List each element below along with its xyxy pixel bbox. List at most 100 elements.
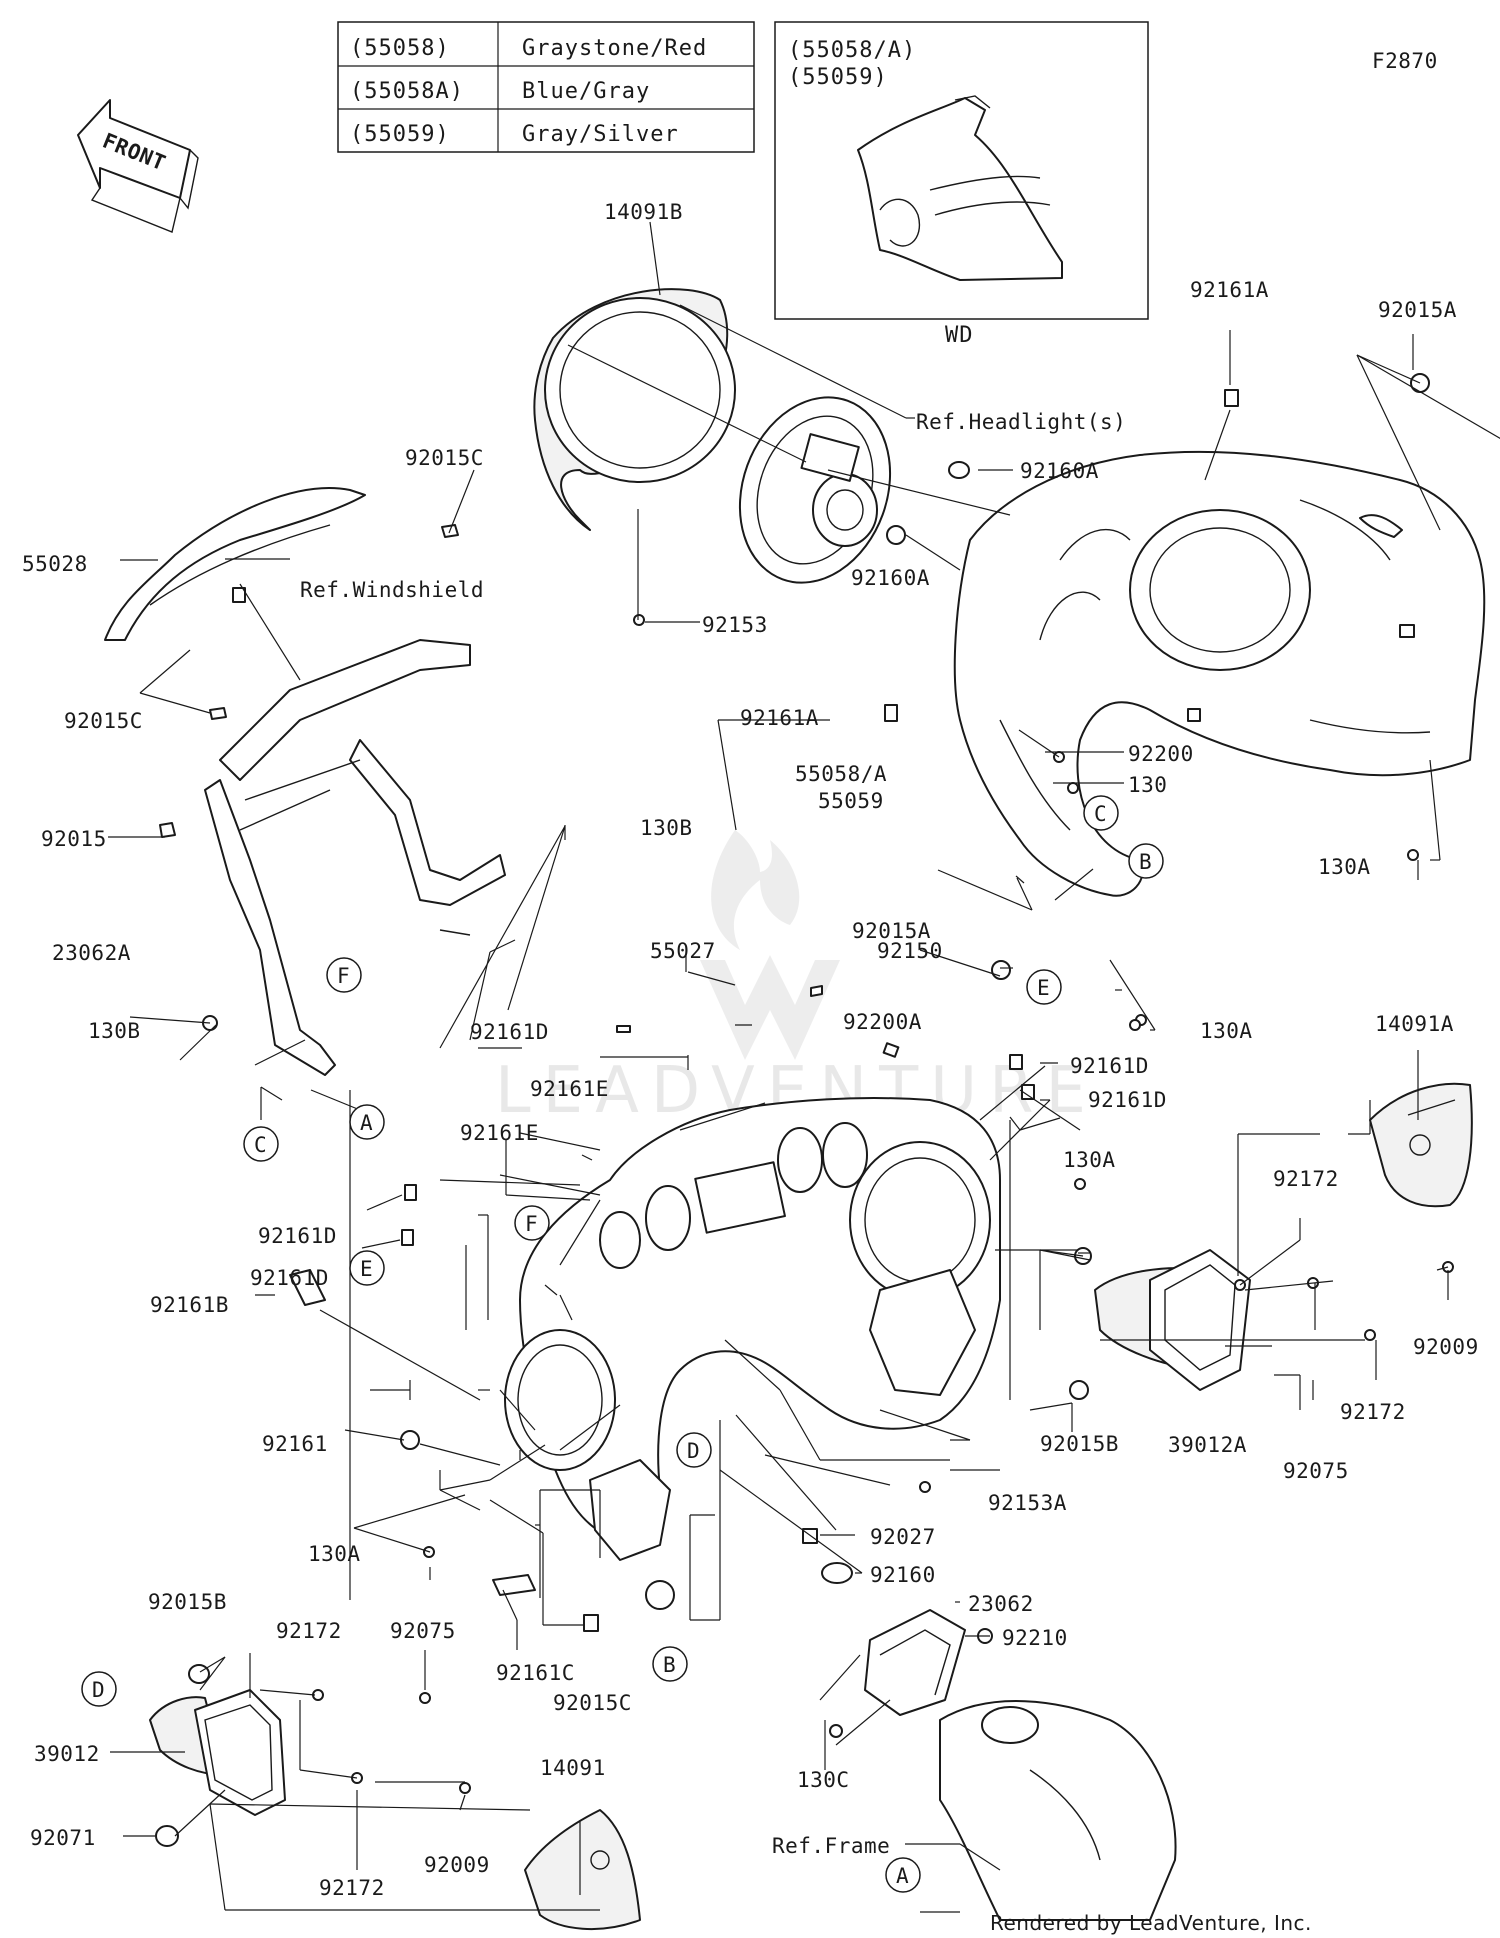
part-label-92161A-mid: 92161A [740,706,819,730]
callout-letter-B-1: B [1139,850,1152,874]
part-14091-cover [524,1809,641,1930]
part-55058-outer-fairing [953,450,1486,897]
part-label-55058A: 55058/A [795,762,887,786]
part-label-130: 130 [1128,773,1167,797]
part-label-92015A-mid: 92015A [852,919,931,943]
callout-circle-B-2 [652,1646,688,1682]
part-label-92027: 92027 [870,1525,936,1549]
part-label-55027: 55027 [650,939,716,963]
callout-letter-A-2: A [896,1864,909,1888]
part-label-39012: 39012 [34,1742,100,1766]
part-label-92172-4: 92172 [319,1876,385,1900]
part-label-92210: 92210 [1002,1626,1068,1650]
part-label-92009-1: 92009 [1413,1335,1479,1359]
callout-circle-F-1 [326,957,362,993]
render-credit: Rendered by LeadVenture, Inc. [990,1911,1312,1935]
callout-letter-E-2: E [360,1257,373,1281]
part-label-130A-3: 130A [1063,1148,1116,1172]
part-label-92015C-3: 92015C [553,1691,632,1715]
part-label-92161D-3: 92161D [1088,1088,1167,1112]
watermark-logo [700,830,840,1060]
callout-circle-C-1 [1083,795,1119,831]
part-label-92161E-2: 92161E [460,1121,539,1145]
part-label-92015A-top: 92015A [1378,298,1457,322]
callout-letter-E-1: E [1037,976,1050,1000]
leader-lines [108,221,1500,1913]
part-label-92161: 92161 [262,1432,328,1456]
part-23062-stay [864,1609,966,1716]
callout-circle-A-1 [349,1104,385,1140]
inset-fairing-sketch [857,95,1063,281]
part-14091A-cover [1369,1082,1473,1208]
color-code-1: (55058A) [350,79,464,104]
callout-circle-F-2 [514,1205,550,1241]
callout-circle-E-1 [1026,969,1062,1005]
part-label-92015B-2: 92015B [148,1590,227,1614]
part-23062A-frame [204,639,506,1076]
part-label-92161A-top: 92161A [1190,278,1269,302]
callout-letter-D-2: D [92,1678,105,1702]
callout-circle-D-1 [676,1432,712,1468]
part-label-92160: 92160 [870,1563,936,1587]
inset-caption: WD [945,323,974,348]
part-label-92161E-1: 92161E [530,1077,609,1101]
callout-circle-E-2 [349,1250,385,1286]
front-arrow-icon [77,99,199,233]
ref-windshield-label: Ref.Windshield [300,578,484,602]
callout-letter-D-1: D [687,1439,700,1463]
part-label-92015B-1: 92015B [1040,1432,1119,1456]
part-label-130A-1: 130A [1318,855,1371,879]
part-label-92075-1: 92075 [1283,1459,1349,1483]
color-code-0: (55058) [350,36,450,61]
part-label-23062: 23062 [968,1592,1034,1616]
callout-circle-A-2 [885,1857,921,1893]
part-label-92172-2: 92172 [1340,1400,1406,1424]
callout-circle-C-2 [243,1126,279,1162]
inset-code-1: (55059) [788,65,888,90]
part-label-14091A: 14091A [1375,1012,1454,1036]
frame-section [939,1700,1177,1921]
callout-letter-B-2: B [663,1653,676,1677]
diagram-id: F2870 [1372,49,1438,73]
part-label-39012A: 39012A [1168,1433,1247,1457]
part-label-92071: 92071 [30,1826,96,1850]
part-label-55028: 55028 [22,552,88,576]
part-label-92172-3: 92172 [276,1619,342,1643]
part-label-130B-2: 130B [88,1019,141,1043]
ref-headlights-label: Ref.Headlight(s) [916,410,1126,434]
ref-frame-label: Ref.Frame [772,1834,890,1858]
part-14091B-trim-ring [533,288,736,531]
part-label-92161D-4: 92161D [258,1224,337,1248]
callout-circle-B-1 [1128,843,1164,879]
part-label-130C: 130C [797,1768,850,1792]
part-label-92160A-1: 92160A [1020,459,1099,483]
part-label-92015: 92015 [41,827,107,851]
callout-letter-C-1: C [1094,802,1107,826]
part-label-14091: 14091 [540,1756,606,1780]
part-55028-bracket [104,487,366,641]
part-label-92153: 92153 [702,613,768,637]
callout-letter-F-1: F [337,964,350,988]
color-name-2: Gray/Silver [522,122,679,147]
part-label-92153A: 92153A [988,1491,1067,1515]
headlight-unit [738,396,892,584]
part-39012A-bracket [1094,1249,1251,1391]
callout-circle-D-2 [81,1671,117,1707]
part-label-92200A: 92200A [843,1010,922,1034]
part-label-92015C-top: 92015C [405,446,484,470]
part-label-23062A: 23062A [52,941,131,965]
part-label-92075-2: 92075 [390,1619,456,1643]
part-label-92200: 92200 [1128,742,1194,766]
part-label-130A-4: 130A [308,1542,361,1566]
part-label-92009-2: 92009 [424,1853,490,1877]
part-label-92015C-2: 92015C [64,709,143,733]
part-label-55059: 55059 [818,789,884,813]
color-name-0: Graystone/Red [522,36,707,61]
color-code-2: (55059) [350,122,450,147]
part-label-92161D-2: 92161D [1070,1054,1149,1078]
part-label-92172-1: 92172 [1273,1167,1339,1191]
inset-code-0: (55058/A) [788,38,916,63]
part-label-14091B: 14091B [604,200,683,224]
